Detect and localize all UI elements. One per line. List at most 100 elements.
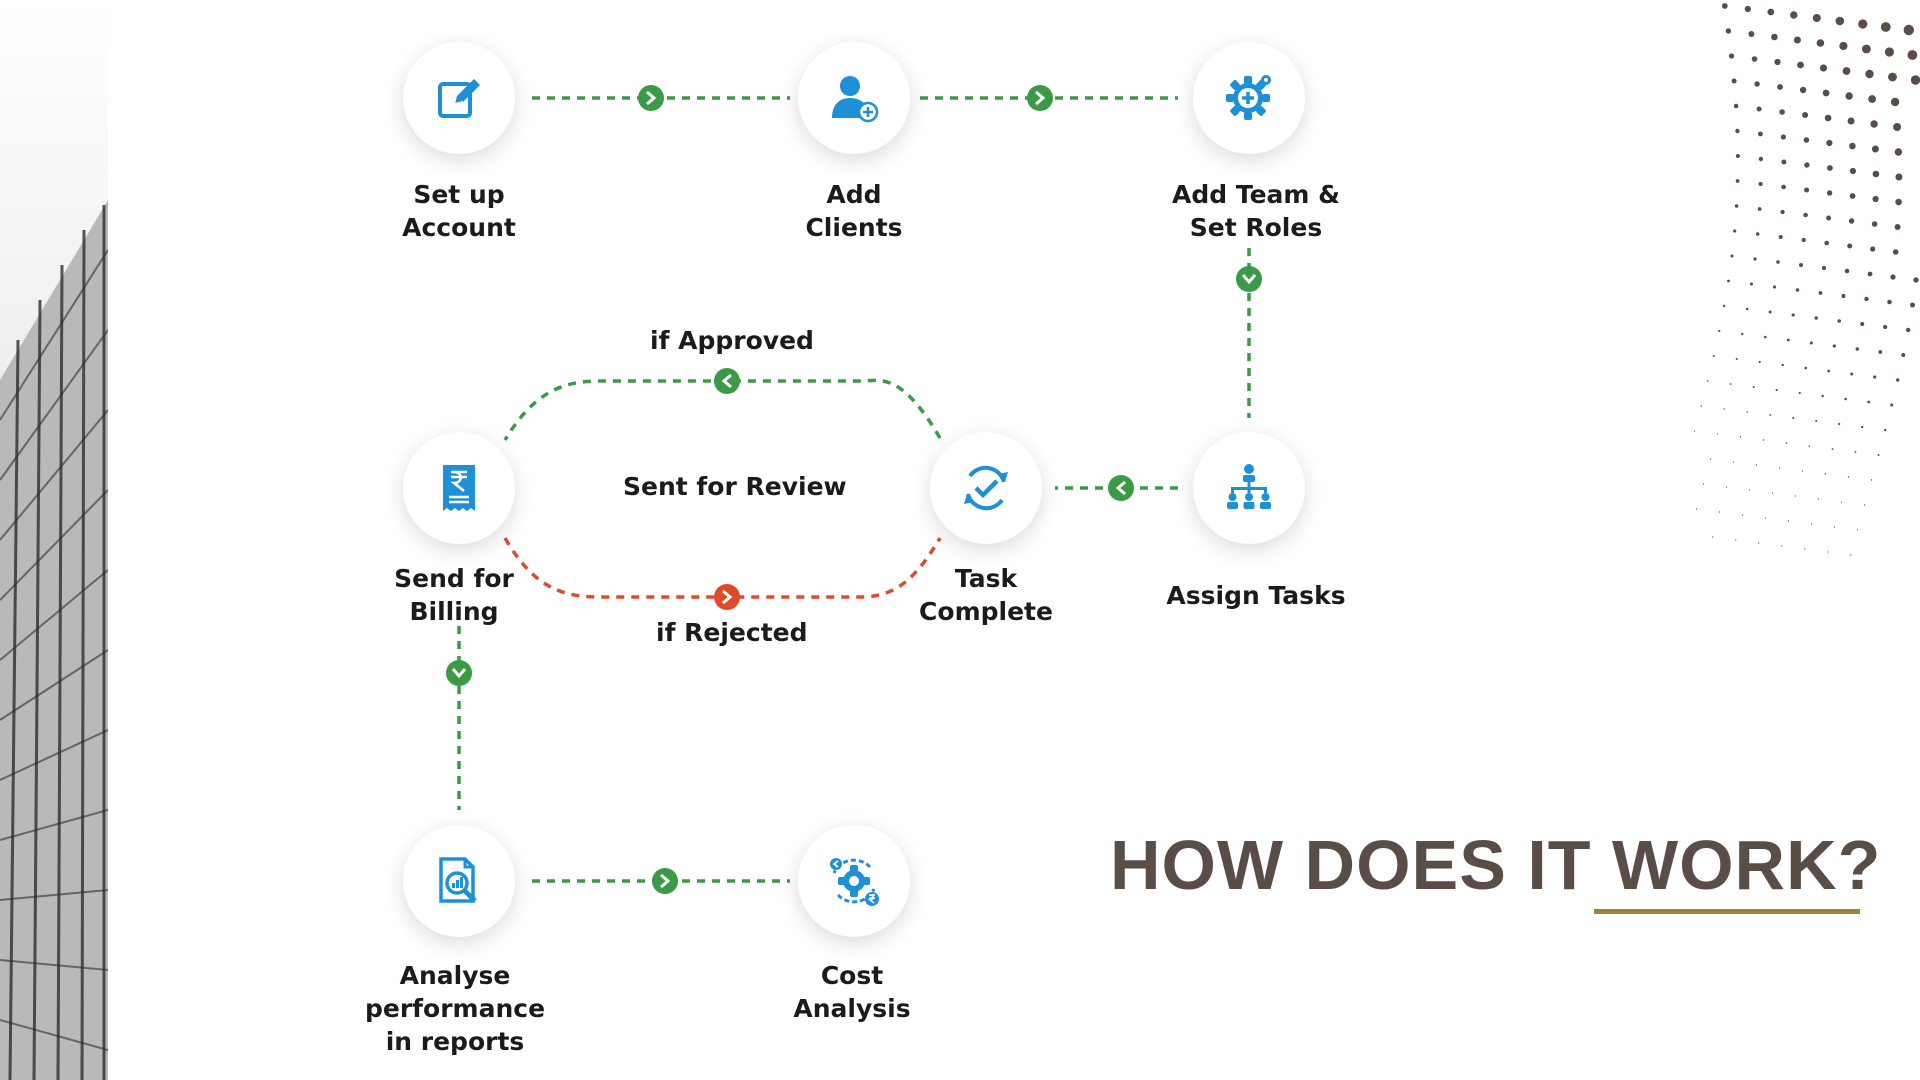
step-label-cost-analysis: Cost Analysis (793, 961, 911, 1023)
decor-dot (1841, 294, 1846, 298)
step-analyse-reports-node (403, 825, 515, 937)
decor-dot (1778, 235, 1783, 239)
rupee-invoice-icon (443, 465, 475, 511)
decor-dot (1744, 5, 1751, 13)
decor-dot (1780, 134, 1786, 140)
decor-dot (1812, 14, 1821, 22)
decor-dot (1695, 508, 1698, 510)
decor-dot (1768, 310, 1772, 314)
decor-dot (1856, 529, 1859, 531)
step-label-assign-tasks: Assign Tasks (1166, 581, 1346, 610)
decor-dot (1890, 274, 1896, 280)
decor-dot (1786, 338, 1790, 342)
decor-dot (1757, 207, 1762, 211)
decor-dot (1771, 33, 1778, 41)
decor-dot (1758, 181, 1763, 187)
decor-dot (1873, 375, 1877, 379)
gear-plus-icon (1226, 75, 1271, 120)
step-team-roles-node (1193, 42, 1305, 154)
decor-dot (1818, 291, 1823, 295)
decor-dot (1735, 358, 1738, 360)
decor-dot (1798, 391, 1801, 395)
decor-dot (1804, 187, 1810, 193)
decor-dot (1732, 461, 1735, 463)
decor-dot (1860, 322, 1865, 326)
decor-dot (1723, 408, 1725, 410)
decor-dot (1880, 22, 1891, 32)
decor-dot (1767, 8, 1775, 16)
decor-dot (1814, 316, 1818, 320)
decor-dot (1781, 184, 1786, 190)
decor-dot (1894, 224, 1901, 230)
arrow-right-icon (652, 868, 678, 894)
decor-dot (1741, 514, 1744, 516)
decor-dot (1753, 257, 1757, 261)
decor-dot (1756, 106, 1762, 112)
step-assign-tasks-node (1193, 432, 1305, 544)
decor-dot (1758, 156, 1764, 162)
decor-dot (1745, 307, 1749, 311)
decor-dot (1850, 372, 1854, 376)
decor-dot (1775, 388, 1778, 392)
report-search-icon (439, 857, 477, 903)
decor-dot (1721, 3, 1728, 9)
review-rejected-label: if Rejected (656, 618, 808, 647)
decor-dot (1809, 341, 1813, 345)
decor-dot (1735, 154, 1740, 158)
decor-dot (1750, 282, 1753, 286)
decor-dot (1906, 327, 1911, 333)
step-add-clients-node (798, 42, 910, 154)
decor-dot (1872, 170, 1880, 178)
decor-dot (1781, 159, 1787, 165)
decor-dot (1794, 495, 1797, 497)
decor-dot (1772, 285, 1777, 289)
decor-dot (1803, 212, 1808, 218)
decor-dot (1792, 417, 1795, 419)
decor-dot (1895, 173, 1903, 181)
decor-dot (1769, 414, 1772, 416)
decor-dot (1872, 195, 1879, 203)
decor-dot (1755, 232, 1760, 236)
decor-dot (1781, 363, 1784, 367)
decor-dot (1887, 299, 1892, 305)
decor-dot (1824, 473, 1827, 475)
decor-dot (1795, 288, 1800, 292)
decor-dot (1723, 304, 1726, 308)
decor-dot (1725, 28, 1732, 34)
decor-dot (1758, 542, 1760, 544)
decor-dot (1728, 53, 1735, 59)
decor-dot (1803, 137, 1810, 143)
decor-dot (1804, 366, 1807, 370)
decor-dot (1827, 369, 1831, 373)
decor-dot (1748, 489, 1751, 491)
decor-dot (1774, 58, 1781, 66)
decor-dot (1910, 75, 1920, 85)
decor-dot (1712, 536, 1714, 538)
decor-dot (1793, 36, 1801, 44)
decor-dot (1847, 476, 1850, 478)
decor-dot (1870, 120, 1878, 128)
decor-dot (1847, 243, 1853, 249)
decor-dot (1871, 145, 1879, 153)
decor-dot (1839, 41, 1848, 51)
decor-dot (1907, 50, 1918, 60)
decor-dot (1718, 511, 1721, 513)
decor-dot (1821, 394, 1824, 398)
decor-dot (1826, 215, 1832, 221)
decor-dot (1835, 16, 1845, 26)
decor-dot (1755, 464, 1758, 466)
refresh-check-icon (964, 465, 1008, 511)
decor-dot (1716, 433, 1719, 435)
decor-dot (1826, 139, 1833, 147)
decor-dot (1862, 44, 1871, 54)
decor-dot (1865, 69, 1874, 79)
step-label-analyse-reports: Analyse performance in reports (364, 961, 546, 1056)
headline-underline (1594, 909, 1860, 914)
decor-dot (1878, 350, 1883, 354)
decor-dot (1821, 265, 1827, 271)
step-label-send-billing: Send for Billing (394, 564, 514, 626)
decor-dot (1888, 72, 1897, 82)
decor-dot (1804, 548, 1806, 550)
decor-dot (1748, 31, 1755, 37)
